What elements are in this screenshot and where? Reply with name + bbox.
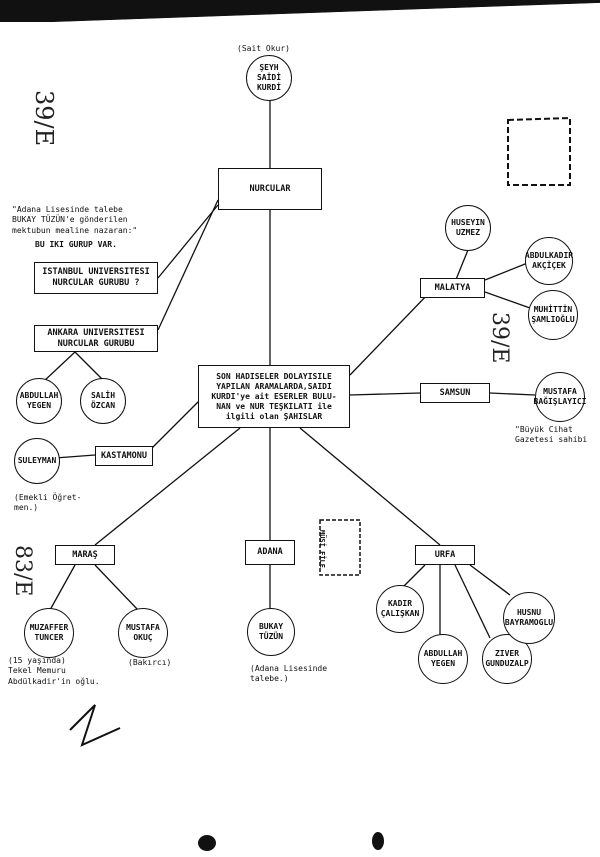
credit-label: (Sait Okur) [237,44,290,53]
ink-blot [198,835,216,851]
node-abdulkadir-akcicek: ABDULKADIR AKÇİÇEK [525,237,573,285]
ink-blot [372,832,384,850]
node-urfa: URFA [415,545,475,565]
bukay-note: (Adana Lisesinde talebe.) [250,664,328,684]
node-huseyin-uzmez: HUSEYIN UZMEZ [445,205,491,251]
node-suleyman: SULEYMAN [14,438,60,484]
node-abdullah-yegen: ABDULLAH YEGEN [16,378,62,424]
handwritten-mark-right: 39/E [487,312,512,364]
node-husnu-bayramoglu: HUSNU BAYRAMOGLU [503,592,555,644]
node-salih-ozcan: SALİH ÖZCAN [80,378,126,424]
node-mustafa-bagislayici: MUSTAFA BAĞIŞLAYICI [534,372,587,422]
node-adana: ADANA [245,540,295,565]
quote-text: "Adana Lisesinde talebe BUKAY TÜZÜN'e gö… [12,205,138,235]
node-ankara-group: ANKARA UNIVERSITESI NURCULAR GURUBU [34,325,158,352]
handwritten-mark-left: 83/E [10,545,35,597]
node-istanbul-group: ISTANBUL UNIVERSITESI NURCULAR GURUBU ? [34,262,158,294]
scan-top-edge [0,0,600,22]
muzaffer-note: (15 yaşında) Tekel Memuru Abdülkadir'in … [8,656,100,686]
node-search-center: SON HADISELER DOLAYISILE YAPILAN ARAMALA… [198,365,350,428]
handwritten-mark-top: 39/E [30,90,58,147]
suleyman-note: (Emekli Öğret- men.) [14,493,82,513]
node-muzaffer-tuncer: MUZAFFER TUNCER [24,608,74,658]
stamp-label: MÜSİ FİLE [318,530,326,568]
two-groups-text: BU IKI GURUP VAR. [35,240,117,249]
mustafa-bagislayici-note: "Büyük Cihat Gazetesi sahibi [515,425,588,445]
node-abdullah-yegen-urfa: ABDULLAH YEGEN [418,634,468,684]
node-kadir-caliskan: KADIR ÇALIŞKAN [376,585,424,633]
node-nurcular: NURCULAR [218,168,322,210]
node-bukay-tuzun: BUKAY TÜZÜN [247,608,295,656]
mustafa-okuc-note: (Bakırcı) [128,658,172,667]
node-kastamonu: KASTAMONU [95,446,153,466]
node-samsun: SAMSUN [420,383,490,403]
node-malatya: MALATYA [420,278,485,298]
node-muhittin-samlioglu: MUHİTTİN ŞAMLIOĞLU [528,290,578,340]
node-maras: MARAŞ [55,545,115,565]
node-mustafa-okuc: MUSTAFA OKUÇ [118,608,168,658]
node-seyh-saidi-kurdi: ŞEYH SAİDİ KURDİ [246,55,292,101]
